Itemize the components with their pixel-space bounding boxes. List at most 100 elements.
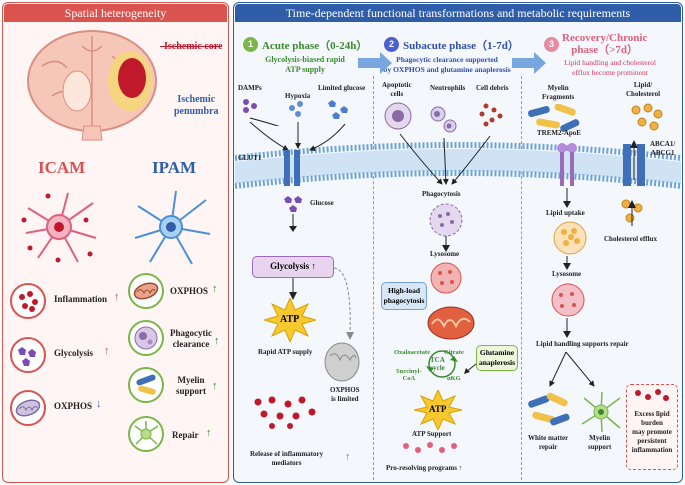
mitochondrion-subacute-icon bbox=[427, 306, 475, 340]
inflammation-icon bbox=[10, 283, 46, 319]
oxphos-icon bbox=[10, 390, 46, 426]
glucose-label: Glucose bbox=[310, 199, 334, 207]
pro-resolving-dots bbox=[403, 442, 457, 453]
brain-illustration bbox=[27, 30, 157, 141]
ipam-myelin-icon bbox=[128, 367, 164, 403]
release-arrow: ↑ bbox=[345, 451, 351, 463]
spatial-panel-title: Spatial heterogeneity bbox=[4, 4, 227, 22]
ipam-row-3-arrow: ↑ bbox=[206, 427, 212, 439]
glut1-transporter bbox=[284, 150, 300, 186]
neutrophils-label: Neutrophils bbox=[430, 84, 466, 92]
myelin-support-microglia-icon bbox=[581, 391, 621, 433]
ipam-row-3-label: Repair bbox=[172, 430, 199, 440]
lipid-handling-label: Lipid handling supports repair bbox=[536, 340, 629, 348]
lysosome-to-repair-arrow bbox=[563, 318, 571, 338]
lipid-uptake-icon bbox=[553, 221, 587, 255]
icam-microglia-icon bbox=[21, 192, 97, 263]
phase3-number: 3 bbox=[544, 37, 559, 52]
lysosome-chronic-icon bbox=[551, 283, 585, 317]
column-divider-1 bbox=[373, 76, 374, 480]
cholesterol-efflux-droplets bbox=[621, 199, 643, 226]
lipid-droplets-icon bbox=[631, 103, 663, 131]
atp-subacute-label: ATP bbox=[429, 404, 447, 414]
phase1-number: 1 bbox=[243, 37, 258, 52]
glycolysis-box: Glycolysis ↑ bbox=[252, 256, 334, 278]
myelin-fragments-icon bbox=[528, 104, 580, 132]
white-matter-repair-icon bbox=[528, 392, 570, 426]
limited-glucose-label: Limited glucose bbox=[318, 84, 366, 92]
atp-burst-subacute bbox=[414, 390, 462, 430]
inflammatory-mediators-icon bbox=[254, 396, 316, 429]
ipam-row-1-arrow: ↑ bbox=[214, 335, 220, 347]
oxaloacetate-label: Oxaloacetate bbox=[394, 349, 431, 356]
abca1-abcg1-label: ABCA1/ABCG1 bbox=[650, 140, 676, 157]
succinyl-coa-label: Succinyl-CoA bbox=[396, 368, 422, 382]
cell-debris-label: Cell debris bbox=[476, 84, 509, 92]
damps-label: DAMPs bbox=[238, 84, 262, 92]
atp-support-label: ATP Support bbox=[412, 430, 452, 438]
lysosome-subacute-label: Lysosome bbox=[430, 250, 460, 258]
temporal-panel-title: Time-dependent functional transformation… bbox=[235, 4, 681, 22]
glycolysis-icon bbox=[10, 337, 46, 373]
trem2-receptor bbox=[557, 143, 577, 186]
acute-input-arrows bbox=[249, 121, 346, 151]
phase1-to-2-arrow bbox=[358, 52, 392, 74]
uptake-to-lysosome-arrow bbox=[563, 256, 571, 270]
icam-row-0-arrow: ↑ bbox=[114, 291, 120, 303]
atp-burst-acute bbox=[264, 298, 316, 342]
lysosome-subacute-icon bbox=[430, 262, 462, 294]
ipam-row-0-arrow: ↑ bbox=[212, 283, 218, 295]
icam-title: ICAM bbox=[38, 158, 86, 177]
phagocytosis-to-lysosome-arrow bbox=[442, 236, 450, 252]
ipam-phagocytic-icon bbox=[128, 320, 164, 356]
abca1-transporter bbox=[623, 140, 645, 186]
pro-resolving-label: Pro-resolving programs ↑ bbox=[386, 464, 463, 472]
akg-label: αKG bbox=[447, 375, 461, 382]
ipam-oxphos-icon bbox=[128, 273, 164, 309]
glut1-label: GLUT1 bbox=[238, 154, 262, 162]
trem2-apoe-label: TREM2-ApoE bbox=[537, 129, 581, 137]
icam-row-1-label: Glycolysis bbox=[54, 348, 94, 358]
phagosome-icon bbox=[429, 203, 463, 237]
phagocytosis-input-arrows bbox=[399, 133, 491, 185]
ipam-row-2-arrow: ↑ bbox=[212, 380, 218, 392]
column-divider-2 bbox=[521, 76, 522, 480]
rapid-atp-label: Rapid ATP supply bbox=[258, 348, 313, 356]
excess-lipid-dots bbox=[635, 389, 669, 401]
limited-mitochondria-icon bbox=[324, 342, 360, 382]
hypoxia-label: Hypoxia bbox=[285, 92, 311, 100]
icam-row-1-arrow: ↑ bbox=[104, 345, 110, 357]
trem2-to-uptake-arrow bbox=[563, 188, 571, 208]
glycolysis-to-atp-arrow bbox=[289, 278, 297, 300]
oxphos-dashed-arrow bbox=[334, 267, 354, 340]
phase2-number: 2 bbox=[384, 37, 399, 52]
lysosome-chronic-label: Lysosome bbox=[552, 270, 582, 278]
glutamine-to-akg-arrow bbox=[464, 363, 477, 374]
icam-row-2-label: OXPHOS bbox=[54, 401, 93, 411]
lipid-uptake-label: Lipid uptake bbox=[546, 209, 585, 217]
cholesterol-efflux-label: Cholesterol efflux bbox=[604, 235, 657, 243]
icam-row-0-label: Inflammation bbox=[54, 294, 108, 304]
tca-cycle-diagram bbox=[426, 350, 458, 378]
phase2-title: Subacute phase（1-7d） bbox=[403, 40, 519, 52]
atp-acute-label: ATP bbox=[280, 314, 300, 325]
repair-branch-arrows bbox=[549, 352, 595, 387]
phase2-to-3-arrow bbox=[512, 52, 546, 74]
phagocytosis-label: Phagocytosis bbox=[422, 190, 461, 198]
